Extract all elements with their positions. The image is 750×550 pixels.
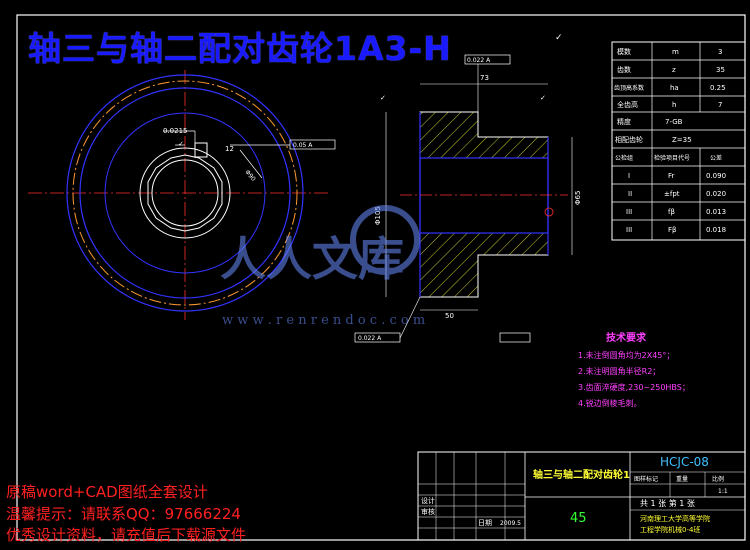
- drawing-border: [16, 14, 746, 541]
- block-label: 审核: [421, 507, 435, 516]
- check-group: II: [628, 190, 632, 198]
- param-name: 齿顶高系数: [614, 84, 644, 92]
- drawing-code: HCJC-08: [660, 455, 709, 469]
- sheet-info: 共 1 张 第 1 张: [640, 498, 695, 508]
- drawing-title: 轴三与轴二配对齿轮1A3-H: [28, 29, 452, 68]
- part-name: 轴三与轴二配对齿轮1: [533, 468, 630, 481]
- school-line: 河南理工大学高等学院: [640, 514, 710, 523]
- spline-bore: [147, 154, 223, 232]
- check-group: III: [626, 208, 632, 216]
- block-label: 图样标记: [634, 475, 658, 483]
- dim-width-50: 50: [445, 312, 454, 320]
- section-upper: [419, 111, 549, 159]
- tech-req-title: 技术要求: [606, 331, 647, 344]
- bore-section: [419, 157, 549, 234]
- param-name: 模数: [617, 47, 631, 56]
- bore-outer: [139, 147, 231, 239]
- param-value: 35: [716, 66, 725, 74]
- param-symbol: z: [672, 66, 676, 74]
- check-value: 0.018: [706, 226, 726, 234]
- pitch-circle: [72, 80, 298, 306]
- check-header: 公差: [710, 154, 722, 162]
- dim-dia-65: Φ65: [574, 191, 582, 205]
- block-label: 比例: [712, 475, 724, 483]
- tech-req-item: 3.齿面淬硬度,230~250HBS；: [578, 382, 690, 392]
- check-code: Fβ: [668, 226, 677, 234]
- scale-value: 1:1: [718, 488, 728, 495]
- svg-text:✓: ✓: [540, 94, 546, 102]
- block-label: 重量: [676, 475, 688, 483]
- dim-dia-105: Φ105: [374, 206, 382, 225]
- title-block: 轴三与轴二配对齿轮1 HCJC-08 图样标记 重量 比例 1:1 45 共 1…: [417, 451, 746, 541]
- date-value: 2009.5: [500, 520, 521, 527]
- param-value: 0.25: [710, 84, 726, 92]
- material-value: 45: [570, 511, 587, 526]
- svg-text:✓: ✓: [178, 140, 184, 148]
- check-value: 0.013: [706, 208, 726, 216]
- tech-req-item: 4.锐边倒棱毛刺。: [578, 398, 642, 408]
- tech-req-item: 1.未注倒圆角均为2X45°；: [578, 350, 674, 360]
- check-group: I: [628, 172, 630, 180]
- front-tol-frame: 0.05 A: [293, 142, 313, 149]
- promo-line-1: 原稿word+CAD图纸全套设计: [6, 483, 208, 501]
- precision-value: 7-GB: [665, 118, 683, 126]
- check-header: 检验项目代号: [654, 154, 690, 162]
- parameter-table: 模数 m 3 齿数 z 35 齿顶高系数 ha 0.25 全齿高 h 7 精度 …: [611, 41, 746, 241]
- block-label: 设计: [421, 496, 435, 505]
- param-symbol: m: [672, 48, 679, 56]
- check-value: 0.020: [706, 190, 726, 198]
- check-header: 公检组: [615, 154, 633, 162]
- param-name: 齿数: [617, 65, 631, 74]
- param-symbol: ha: [670, 84, 679, 92]
- dim-width-73: 73: [480, 74, 489, 82]
- check-code: Fr: [668, 172, 675, 180]
- param-value: 3: [718, 48, 722, 56]
- promo-line-3: 优秀设计资料，请充值后下载源文件: [6, 526, 247, 544]
- watermark: 人人文库 w w w . r e n r e n d o c . c o m: [220, 205, 425, 328]
- check-code: fβ: [668, 208, 675, 216]
- param-symbol: h: [672, 101, 676, 109]
- bore-circle: [151, 159, 219, 227]
- side-section-view: 73 50 Φ105 Φ65 0.022 A 0.022 A ✓ ✓ ✓: [354, 33, 582, 343]
- promo-line-2: 温馨提示：请联系QQ：97666224: [6, 505, 241, 523]
- check-code: ±fpt: [664, 190, 680, 198]
- svg-text:✓: ✓: [380, 94, 386, 102]
- param-value: 7: [718, 101, 722, 109]
- hub-circle: [104, 112, 266, 274]
- side-tol-top: 0.022 A: [467, 57, 491, 64]
- tech-req-item: 2.未注明圆角半径R2；: [578, 366, 660, 376]
- side-tol-bottom: 0.022 A: [358, 335, 382, 342]
- precision-label: 精度: [617, 117, 631, 126]
- mating-value: Z=35: [672, 136, 692, 144]
- check-value: 0.090: [706, 172, 726, 180]
- front-dia-dim: Φ90: [243, 169, 256, 183]
- check-group: III: [626, 226, 632, 234]
- tech-requirements: 技术要求 1.未注倒圆角均为2X45°； 2.未注明圆角半径R2； 3.齿面淬硬…: [578, 331, 690, 408]
- keyway-dim: 0.0215: [163, 127, 188, 135]
- param-name: 全齿高: [617, 100, 638, 109]
- svg-text:12: 12: [225, 145, 234, 153]
- svg-text:✓: ✓: [555, 33, 563, 43]
- watermark-site: w w w . r e n r e n d o c . c o m: [222, 313, 425, 328]
- root-circle: [79, 87, 291, 299]
- block-label: 日期: [478, 519, 492, 527]
- section-lower: [419, 232, 549, 298]
- watermark-logo: 人人文库: [220, 232, 404, 286]
- tip-circle: [66, 74, 304, 312]
- mating-label: 相配齿轮: [615, 135, 643, 144]
- school-line: 工程学院机械0-4班: [640, 525, 700, 534]
